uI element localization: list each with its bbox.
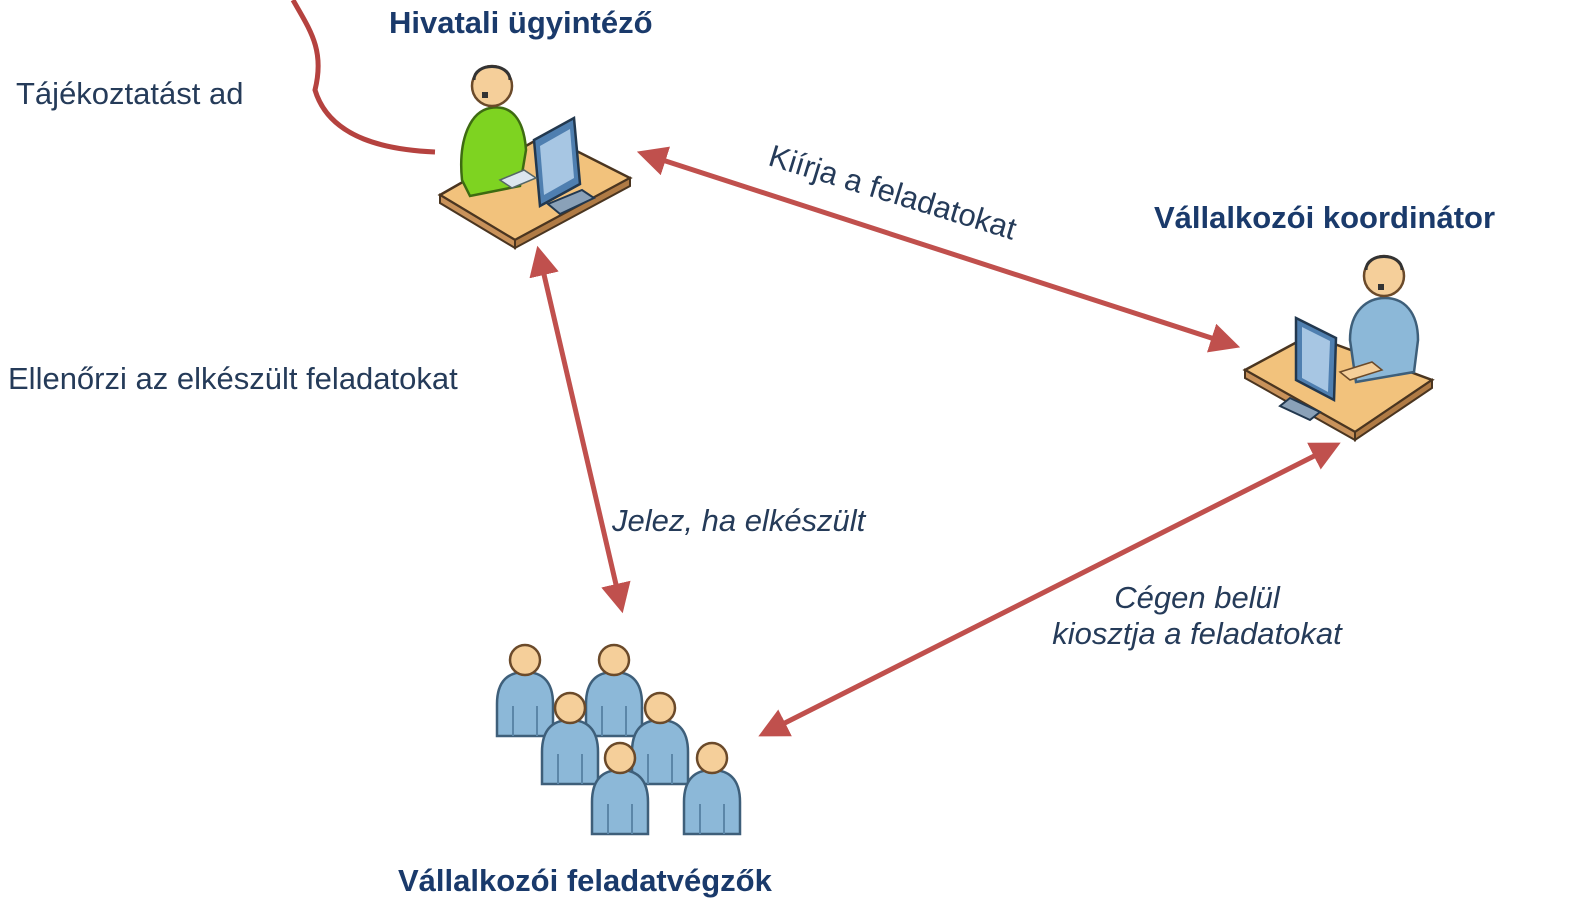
arrow-clerk-coordinator [636,146,1241,353]
arrow-coordinator-workers [758,442,1341,737]
action-distributes-line1: Cégen belül [1114,580,1280,615]
action-checks-label: Ellenőrzi az elkészült feladatokat [8,361,458,396]
action-distributes-line2: kiosztja a feladatokat [1052,615,1342,651]
action-informs-label: Tájékoztatást ad [16,76,244,111]
workers-group-icon [495,643,742,836]
action-distributes-label: Cégen belül kiosztja a feladatokat [1022,580,1372,651]
worker-person-icon [682,741,742,836]
feedback-curve [290,0,436,155]
worker-person-icon [495,643,555,738]
role-workers-title: Vállalkozói feladatvégzők [398,863,772,898]
worker-person-icon [584,643,644,738]
role-coordinator-title: Vállalkozói koordinátor [1154,200,1496,235]
arrow-clerk-workers [529,245,631,614]
clerk-operator-icon [437,64,633,250]
coordinator-operator-icon [1242,254,1435,442]
role-office-clerk-title: Hivatali ügyintéző [389,5,653,40]
action-signals-done-label: Jelez, ha elkészült [612,503,866,538]
